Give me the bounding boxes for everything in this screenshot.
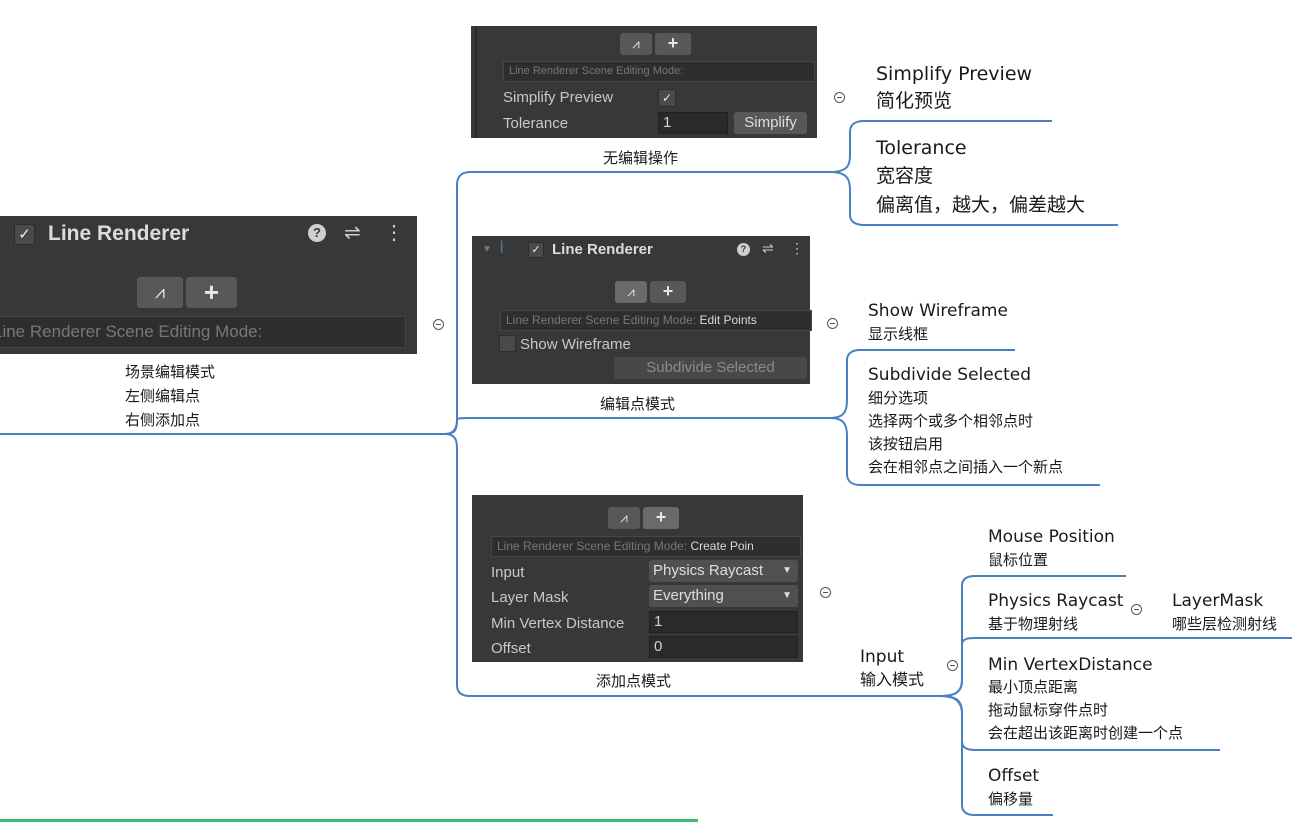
layer-mask-dropdown[interactable]: Everything▼ [649, 585, 798, 607]
offset-field[interactable]: 0 [649, 636, 798, 658]
edit-collapse-icon[interactable] [827, 318, 838, 329]
edit-enable-checkbox[interactable]: ✓ [528, 242, 544, 258]
add-points-button[interactable]: + [186, 277, 237, 308]
node-physics-raycast: Physics Raycast 基于物理射线 [988, 591, 1124, 633]
settings-icon[interactable]: ⇌ [344, 222, 361, 244]
node-layermask: LayerMask 哪些层检测射线 [1172, 591, 1278, 633]
simplify-preview-checkbox[interactable]: ✓ [658, 89, 676, 107]
help-icon[interactable]: ? [737, 243, 750, 256]
add-points-button[interactable]: + [650, 281, 686, 303]
scene-editing-mode-field: Line Renderer Scene Editing Mode: [0, 316, 406, 348]
root-panel-title: Line Renderer [48, 222, 190, 245]
edit-points-button[interactable]: ⩘ [137, 277, 183, 308]
show-wireframe-checkbox[interactable] [499, 335, 516, 352]
physics-raycast-collapse-icon[interactable] [1131, 604, 1142, 615]
edit-points-button[interactable]: ⩘ [615, 281, 647, 303]
offset-label: Offset [491, 640, 531, 657]
mode-value: Edit Points [699, 313, 757, 327]
node-subdivide-selected: Subdivide Selected 细分选项 选择两个或多个相邻点时 该按钮启… [868, 365, 1064, 476]
root-collapse-icon[interactable] [433, 319, 444, 330]
subdivide-selected-button[interactable]: Subdivide Selected [614, 357, 807, 379]
root-caption-1: 场景编辑模式 [125, 363, 216, 381]
chevron-down-icon: ▼ [782, 565, 792, 576]
help-icon[interactable]: ? [308, 224, 326, 242]
input-label: Input [491, 564, 525, 581]
node-input: Input 输入模式 [860, 647, 925, 689]
line-renderer-icon: ⦚ [500, 240, 504, 257]
add-mode-panel: ⩘ + Line Renderer Scene Editing Mode: Cr… [472, 495, 803, 662]
input-dropdown[interactable]: Physics Raycast▼ [649, 560, 798, 582]
node-simplify-preview: Simplify Preview 简化预览 [876, 63, 1033, 112]
simplify-preview-label: Simplify Preview [503, 89, 614, 106]
add-collapse-icon[interactable] [820, 587, 831, 598]
min-vertex-distance-label: Min Vertex Distance [491, 615, 625, 632]
progress-bar [0, 819, 698, 822]
edit-points-button[interactable]: ⩘ [608, 507, 640, 529]
none-mode-panel: ⩘ + Line Renderer Scene Editing Mode: Si… [471, 26, 817, 138]
input-collapse-icon[interactable] [947, 660, 958, 671]
node-tolerance: Tolerance 宽容度 偏离值，越大，偏差越大 [876, 137, 1086, 216]
node-offset: Offset 偏移量 [988, 766, 1040, 808]
chevron-down-icon: ▼ [782, 590, 792, 601]
edit-mode-caption: 编辑点模式 [600, 395, 676, 413]
add-mode-caption: 添加点模式 [596, 672, 672, 690]
root-caption-3: 右侧添加点 [125, 411, 201, 429]
settings-icon[interactable]: ⇌ [762, 240, 774, 256]
edit-panel-title: Line Renderer [552, 241, 653, 258]
foldout-arrow-icon[interactable]: ▼ [482, 244, 492, 255]
menu-icon[interactable]: ⋮ [790, 240, 804, 256]
tolerance-label: Tolerance [503, 115, 569, 132]
menu-icon[interactable]: ⋮ [384, 222, 404, 244]
min-vertex-distance-field[interactable]: 1 [649, 611, 798, 633]
scene-editing-mode-field: Line Renderer Scene Editing Mode: Edit P… [500, 310, 812, 331]
node-mouse-position: Mouse Position 鼠标位置 [988, 527, 1115, 569]
tolerance-field[interactable]: 1 [658, 112, 728, 134]
mode-placeholder: Line Renderer Scene Editing Mode: [0, 322, 263, 341]
layer-mask-label: Layer Mask [491, 589, 569, 606]
node-show-wireframe: Show Wireframe 显示线框 [868, 301, 1008, 343]
none-collapse-icon[interactable] [834, 92, 845, 103]
edit-mode-panel: ▼ ⦚ ✓ Line Renderer ? ⇌ ⋮ ⩘ + Line Rende… [472, 236, 812, 384]
node-min-vertex-distance: Min VertexDistance 最小顶点距离 拖动鼠标穿件点时 会在超出该… [988, 655, 1184, 742]
scene-editing-mode-field: Line Renderer Scene Editing Mode: Create… [491, 536, 801, 557]
none-mode-caption: 无编辑操作 [603, 149, 679, 167]
add-points-button[interactable]: + [643, 507, 679, 529]
edit-points-button[interactable]: ⩘ [620, 33, 652, 55]
scene-editing-mode-field: Line Renderer Scene Editing Mode: [503, 61, 815, 82]
add-points-button[interactable]: + [655, 33, 691, 55]
simplify-button[interactable]: Simplify [734, 112, 807, 134]
root-enable-checkbox[interactable]: ✓ [14, 224, 35, 245]
root-line-renderer-panel: ✓ Line Renderer ? ⇌ ⋮ ⩘ + Line Renderer … [0, 216, 417, 354]
root-caption-2: 左侧编辑点 [125, 387, 201, 405]
show-wireframe-label: Show Wireframe [520, 336, 631, 353]
mode-value: Create Poin [690, 539, 754, 553]
